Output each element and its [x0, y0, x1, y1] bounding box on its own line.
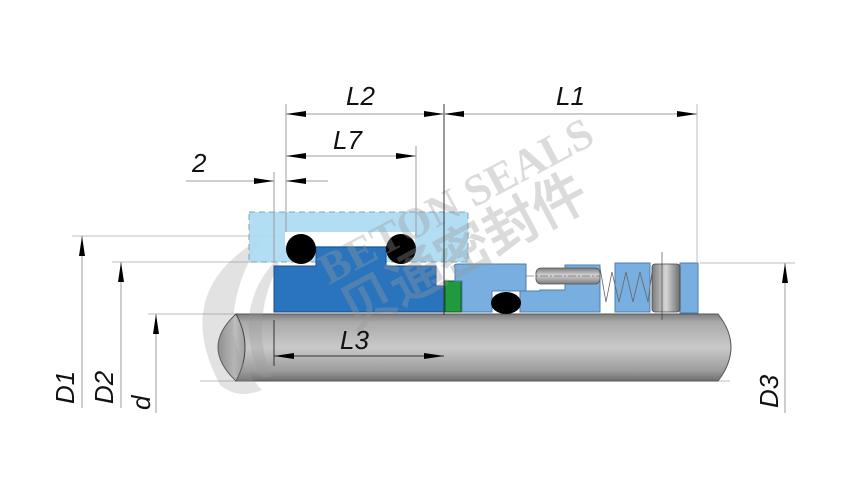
- label-2: 2: [191, 148, 207, 178]
- label-L7: L7: [333, 125, 363, 155]
- dimension-D3: D3: [754, 263, 788, 413]
- o-ring-right: [386, 234, 416, 264]
- label-D3: D3: [754, 374, 784, 408]
- watermark-logo: [202, 238, 286, 394]
- shaft: [217, 313, 732, 382]
- o-ring-rotating: [491, 292, 521, 314]
- seal-face-insert: [444, 280, 462, 313]
- o-ring-left: [286, 234, 316, 264]
- spring: [599, 267, 653, 303]
- dimension-D2: D2: [89, 262, 124, 408]
- dimension-L2: L2: [285, 81, 445, 315]
- label-L3: L3: [340, 325, 369, 355]
- dimension-D1: D1: [50, 236, 85, 408]
- stationary-seat: [273, 246, 445, 313]
- dimension-d: d: [126, 314, 159, 413]
- dimension-L1: L1: [444, 81, 698, 262]
- dimension-2: 2: [186, 148, 328, 262]
- label-D2: D2: [89, 370, 119, 404]
- set-screw: [651, 252, 681, 320]
- dimension-L7: L7: [286, 125, 417, 236]
- label-L2: L2: [346, 81, 375, 111]
- label-d: d: [126, 394, 156, 410]
- drive-pin: [526, 267, 601, 285]
- label-D1: D1: [50, 371, 80, 404]
- label-L1: L1: [556, 81, 585, 111]
- dimension-L3: L3: [273, 320, 444, 366]
